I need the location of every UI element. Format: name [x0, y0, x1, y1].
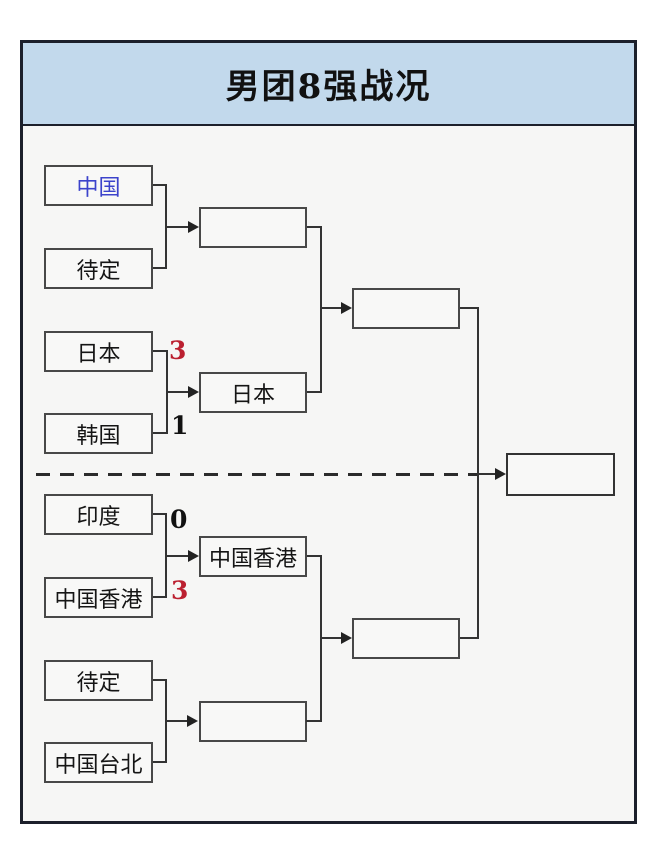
score-korea: 1 — [171, 411, 189, 440]
team-box-india: 印度 — [44, 494, 153, 535]
score-hongkong: 3 — [171, 576, 189, 605]
qf4-winner-box — [199, 701, 307, 742]
arrow-icon — [188, 550, 199, 562]
connector-line — [165, 555, 189, 557]
connector-line — [165, 720, 188, 722]
score-japan: 3 — [169, 336, 187, 365]
team-box-china: 中国 — [44, 165, 153, 206]
connector-line — [306, 720, 322, 722]
team-label-japan: 日本 — [76, 341, 121, 367]
half-divider-dashed-line — [36, 473, 477, 476]
connector-line — [307, 226, 322, 228]
connector-line — [460, 307, 479, 309]
team-label-korea: 韩国 — [76, 423, 121, 449]
arrow-icon — [187, 715, 198, 727]
team-box-tbd-1: 待定 — [44, 248, 153, 289]
connector-line — [153, 761, 167, 763]
qf2-winner-label: 日本 — [230, 382, 275, 408]
final-box — [506, 453, 615, 496]
team-box-japan: 日本 — [44, 331, 153, 372]
arrow-icon — [341, 632, 352, 644]
page-title: 男团8强战况 — [225, 67, 432, 107]
title-bar: 男团8强战况 — [23, 43, 634, 126]
connector-line — [153, 596, 167, 598]
team-label-tbd-1: 待定 — [76, 258, 121, 284]
connector-line — [477, 473, 495, 475]
team-box-taipei: 中国台北 — [44, 742, 153, 783]
qf3-winner-box: 中国香港 — [199, 536, 307, 577]
connector-line — [320, 226, 322, 393]
connector-line — [460, 637, 479, 639]
team-label-hongkong: 中国香港 — [54, 587, 143, 613]
connector-line — [153, 267, 167, 269]
team-box-hongkong: 中国香港 — [44, 577, 153, 618]
connector-line — [153, 432, 168, 434]
connector-line — [165, 226, 189, 228]
connector-line — [307, 555, 322, 557]
team-label-india: 印度 — [76, 504, 121, 530]
arrow-icon — [188, 221, 199, 233]
arrow-icon — [495, 468, 506, 480]
connector-line — [307, 391, 322, 393]
connector-line — [166, 391, 189, 393]
team-box-korea: 韩国 — [44, 413, 153, 454]
semifinal-top-box — [352, 288, 460, 329]
connector-line — [153, 184, 167, 186]
connector-line — [320, 637, 341, 639]
qf1-winner-box — [199, 207, 307, 248]
qf3-winner-label: 中国香港 — [208, 546, 297, 572]
semifinal-bottom-box — [352, 618, 460, 659]
connector-line — [153, 513, 167, 515]
arrow-icon — [188, 386, 199, 398]
team-label-taipei: 中国台北 — [54, 752, 143, 778]
team-box-tbd-2: 待定 — [44, 660, 153, 701]
qf2-winner-box: 日本 — [199, 372, 307, 413]
team-label-china: 中国 — [76, 175, 121, 201]
connector-line — [153, 350, 168, 352]
team-label-tbd-2: 待定 — [76, 670, 121, 696]
score-india: 0 — [170, 505, 188, 534]
arrow-icon — [341, 302, 352, 314]
connector-line — [320, 307, 341, 309]
connector-line — [153, 679, 167, 681]
